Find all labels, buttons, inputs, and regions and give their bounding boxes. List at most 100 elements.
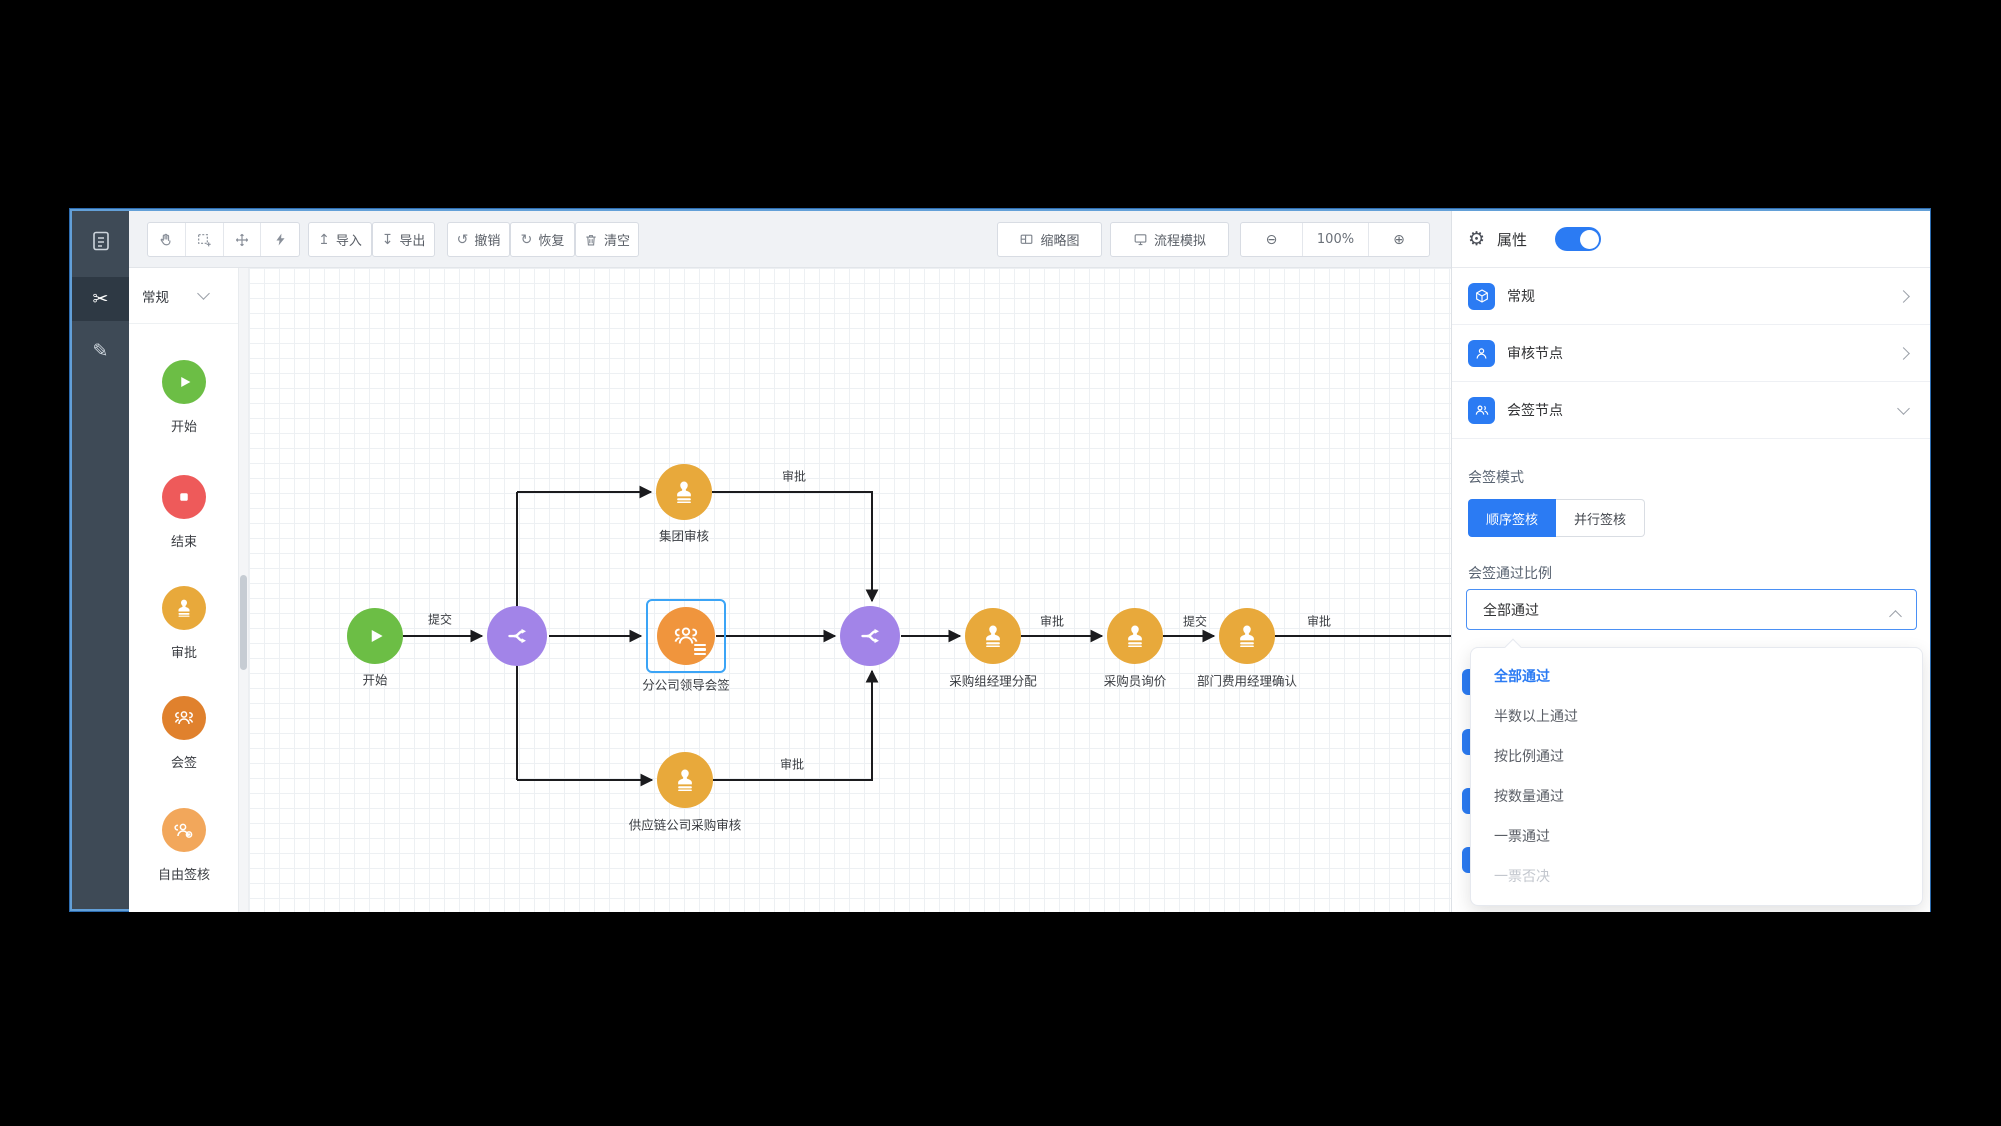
palette-item-end[interactable]: 结束 bbox=[129, 475, 239, 550]
palette-scrollbar[interactable] bbox=[239, 268, 249, 912]
node-label: 采购员询价 bbox=[1103, 674, 1167, 689]
node-label: 采购组经理分配 bbox=[949, 674, 1037, 689]
panel-header: ⚙ 属性 bbox=[1452, 211, 1930, 268]
option-count-pass[interactable]: 按数量通过 bbox=[1494, 788, 1564, 804]
node-label: 开始 bbox=[362, 673, 388, 688]
properties-panel: ⚙ 属性 常规 审核节点 bbox=[1451, 211, 1930, 912]
export-label: 导出 bbox=[399, 233, 426, 248]
pan-button[interactable] bbox=[148, 223, 186, 256]
simulate-label: 流程模拟 bbox=[1153, 233, 1206, 248]
node-start[interactable] bbox=[347, 608, 403, 664]
undo-button[interactable]: ↺ 撤销 bbox=[447, 222, 510, 257]
import-label: 导入 bbox=[335, 233, 362, 248]
approve-node-icon bbox=[162, 586, 206, 630]
simulate-button[interactable]: 流程模拟 bbox=[1110, 222, 1229, 257]
canvas-tool-group bbox=[147, 222, 300, 257]
section-audit-node[interactable]: 审核节点 bbox=[1452, 325, 1930, 382]
section-general[interactable]: 常规 bbox=[1452, 268, 1930, 325]
pass-ratio-value: 全部通过 bbox=[1483, 601, 1539, 618]
monitor-icon bbox=[1134, 234, 1147, 246]
mode-parallel-button[interactable]: 并行签核 bbox=[1556, 499, 1646, 537]
zoom-level: 100% bbox=[1303, 223, 1369, 256]
stop-icon bbox=[180, 493, 188, 501]
person-icon bbox=[1476, 347, 1487, 359]
chevron-up-icon bbox=[1889, 610, 1902, 623]
zoom-out-button[interactable]: ⊖ bbox=[1241, 223, 1303, 256]
node-dept-confirm[interactable] bbox=[1219, 608, 1275, 664]
stamp-icon bbox=[678, 769, 692, 791]
palette-item-start[interactable]: 开始 bbox=[129, 360, 239, 435]
zoom-control-group: ⊖ 100% ⊕ bbox=[1240, 222, 1430, 257]
node-palette: 常规 开始 结束 审批 bbox=[129, 268, 239, 912]
palette-group-header[interactable]: 常规 bbox=[129, 268, 238, 324]
gateway-split[interactable] bbox=[487, 606, 547, 666]
option-ratio-pass[interactable]: 按比例通过 bbox=[1494, 748, 1564, 764]
palette-group-label: 常规 bbox=[142, 289, 169, 305]
properties-toggle[interactable] bbox=[1555, 227, 1602, 251]
panel-title: 属性 bbox=[1497, 231, 1528, 249]
stamp-icon bbox=[1240, 625, 1254, 647]
node-label: 部门费用经理确认 bbox=[1196, 674, 1298, 689]
document-icon bbox=[92, 231, 109, 251]
node-group-audit[interactable] bbox=[656, 464, 712, 520]
chevron-right-icon bbox=[1897, 290, 1910, 303]
flow-tools-button[interactable]: ✂ bbox=[72, 277, 129, 321]
node-supply-audit[interactable] bbox=[657, 752, 713, 808]
stamp-icon bbox=[677, 481, 691, 503]
redo-button[interactable]: ↻ 恢复 bbox=[510, 222, 575, 257]
node-label: 供应链公司采购审核 bbox=[628, 818, 742, 833]
play-icon bbox=[371, 630, 383, 642]
redo-icon: ↻ bbox=[520, 231, 533, 248]
palette-scrollbar-thumb[interactable] bbox=[240, 575, 247, 670]
gateway-merge[interactable] bbox=[840, 606, 900, 666]
flow-designer-window: ✂ ✎ bbox=[70, 209, 1930, 912]
edges-layer bbox=[403, 485, 1451, 787]
edge-label: 审批 bbox=[781, 469, 807, 484]
activity-bar: ✂ ✎ bbox=[72, 211, 129, 909]
marquee-select-button[interactable] bbox=[186, 223, 224, 256]
option-one-vote-pass[interactable]: 一票通过 bbox=[1494, 828, 1550, 844]
node-buyer-inquiry[interactable] bbox=[1107, 608, 1163, 664]
palette-item-label: 审批 bbox=[170, 645, 197, 660]
option-all-pass[interactable]: 全部通过 bbox=[1494, 668, 1550, 684]
minimap-button[interactable]: 缩略图 bbox=[997, 222, 1102, 257]
quick-connect-button[interactable] bbox=[261, 223, 299, 256]
lightning-icon bbox=[276, 233, 285, 246]
edit-panel-button[interactable]: ✎ bbox=[72, 329, 129, 373]
stamp-icon bbox=[178, 599, 190, 617]
mode-sequential-button[interactable]: 顺序签核 bbox=[1468, 499, 1557, 537]
clear-button[interactable]: 清空 bbox=[575, 222, 639, 257]
move-button[interactable] bbox=[224, 223, 262, 256]
undo-icon: ↺ bbox=[456, 231, 469, 248]
branch-icon bbox=[508, 628, 526, 644]
minimap-label: 缩略图 bbox=[1040, 233, 1080, 248]
branch-icon bbox=[861, 628, 879, 644]
option-majority-pass[interactable]: 半数以上通过 bbox=[1494, 708, 1578, 724]
pass-ratio-select[interactable]: 全部通过 bbox=[1466, 589, 1917, 630]
import-button[interactable]: ↥ 导入 bbox=[308, 222, 372, 257]
flow-canvas[interactable]: 开始 集团审核 分公司领导会签 bbox=[249, 268, 1451, 912]
download-icon: ↧ bbox=[381, 231, 394, 248]
document-panel-button[interactable] bbox=[72, 219, 129, 263]
end-node-icon bbox=[162, 475, 206, 519]
palette-item-free-sign[interactable]: 自由签核 bbox=[129, 808, 239, 883]
edge-label: 审批 bbox=[1039, 614, 1065, 629]
node-pm-assign[interactable] bbox=[965, 608, 1021, 664]
clear-label: 清空 bbox=[603, 233, 630, 248]
section-countersign-node[interactable]: 会签节点 bbox=[1452, 382, 1930, 439]
free-sign-node-icon bbox=[162, 808, 206, 852]
palette-item-label: 结束 bbox=[170, 534, 197, 549]
palette-item-label: 自由签核 bbox=[157, 867, 210, 882]
node-branch-sign[interactable] bbox=[657, 607, 715, 665]
node-label: 集团审核 bbox=[658, 529, 710, 544]
toggle-knob bbox=[1579, 229, 1599, 249]
option-one-vote-veto: 一票否决 bbox=[1494, 868, 1550, 884]
export-button[interactable]: ↧ 导出 bbox=[372, 222, 435, 257]
person-icon bbox=[1468, 339, 1495, 367]
stamp-icon bbox=[986, 625, 1000, 647]
palette-item-approve[interactable]: 审批 bbox=[129, 586, 239, 661]
start-node-icon bbox=[162, 360, 206, 404]
chevron-down-icon bbox=[197, 287, 210, 300]
zoom-in-button[interactable]: ⊕ bbox=[1369, 223, 1429, 256]
palette-item-countersign[interactable]: 会签 bbox=[129, 696, 239, 771]
